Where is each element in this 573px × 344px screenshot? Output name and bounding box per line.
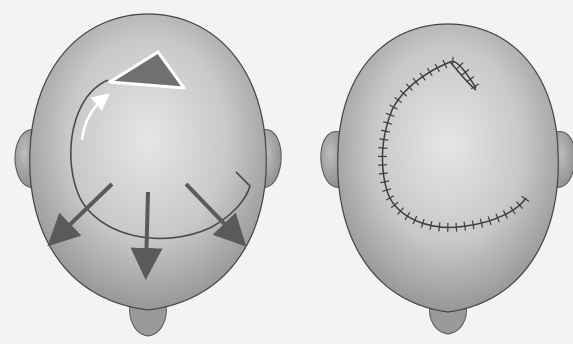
- head: [338, 24, 559, 312]
- right-head-panel: [321, 24, 573, 334]
- suture-stitch: [456, 223, 457, 232]
- suture-stitch: [378, 148, 387, 149]
- suture-stitch: [453, 57, 454, 66]
- arrow-icon: [146, 192, 148, 268]
- left-head-panel: [15, 14, 281, 336]
